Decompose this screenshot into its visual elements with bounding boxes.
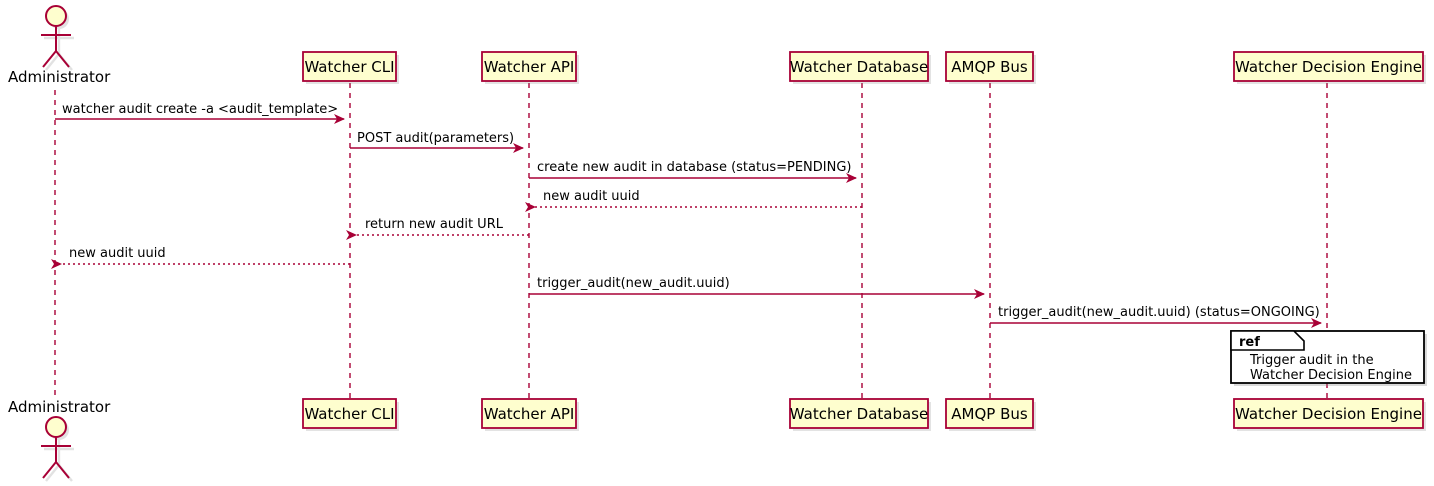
participant-label-watcher-decision-engine-top: Watcher Decision Engine xyxy=(1235,58,1422,76)
message-label: watcher audit create -a <audit_template> xyxy=(62,102,338,117)
message-label: create new audit in database (status=PEN… xyxy=(537,160,852,175)
participant-label-watcher-decision-engine-bottom: Watcher Decision Engine xyxy=(1235,405,1422,423)
participant-label-amqp-bus-bottom: AMQP Bus xyxy=(951,405,1028,423)
message-7[interactable]: trigger_audit(new_audit.uuid) xyxy=(529,276,985,299)
ref-fragment-line-2: Watcher Decision Engine xyxy=(1250,368,1412,383)
message-4[interactable]: new audit uuid xyxy=(525,189,862,212)
actor-head-icon xyxy=(45,416,67,438)
participant-label-watcher-cli-top: Watcher CLI xyxy=(304,58,394,76)
actor-leg-right xyxy=(55,50,70,68)
participant-watcher-cli-bottom[interactable]: Watcher CLI xyxy=(302,398,399,431)
participant-box xyxy=(1233,51,1424,82)
actor-leg-left xyxy=(42,50,57,68)
actor-leg-left xyxy=(42,461,57,479)
participant-amqp-bus-bottom[interactable]: AMQP Bus xyxy=(945,398,1036,431)
participant-watcher-cli-top[interactable]: Watcher CLI xyxy=(302,51,399,84)
participant-box xyxy=(789,398,929,429)
message-5[interactable]: return new audit URL xyxy=(346,217,529,240)
actor-head-icon xyxy=(45,5,67,27)
participant-box xyxy=(481,398,577,429)
actor-administrator-bottom[interactable]: Administrator xyxy=(8,398,111,482)
message-3[interactable]: create new audit in database (status=PEN… xyxy=(529,160,857,183)
participant-label-watcher-cli-bottom: Watcher CLI xyxy=(304,405,394,423)
participant-label-watcher-api-top: Watcher API xyxy=(484,58,575,76)
participant-label-watcher-api-bottom: Watcher API xyxy=(484,405,575,423)
actor-administrator-top[interactable]: Administrator xyxy=(8,5,111,86)
participant-watcher-database-bottom[interactable]: Watcher Database xyxy=(789,398,931,431)
participant-watcher-decision-engine-bottom[interactable]: Watcher Decision Engine xyxy=(1233,398,1426,431)
participant-label-watcher-database-top: Watcher Database xyxy=(790,58,928,76)
participant-watcher-api-top[interactable]: Watcher API xyxy=(481,51,579,84)
participant-box xyxy=(1233,398,1424,429)
message-label: trigger_audit(new_audit.uuid) (status=ON… xyxy=(998,305,1320,320)
lifelines-group xyxy=(54,83,1328,398)
message-label: POST audit(parameters) xyxy=(357,131,514,146)
message-8[interactable]: trigger_audit(new_audit.uuid) (status=ON… xyxy=(990,305,1322,328)
actor-label-administrator-bottom: Administrator xyxy=(8,398,111,416)
participant-label-watcher-database-bottom: Watcher Database xyxy=(790,405,928,423)
message-6[interactable]: new audit uuid xyxy=(51,246,350,269)
participant-watcher-database-top[interactable]: Watcher Database xyxy=(789,51,931,84)
message-label: new audit uuid xyxy=(543,189,640,204)
reference-fragment[interactable]: ref Trigger audit in the Watcher Decisio… xyxy=(1230,330,1427,386)
participant-box xyxy=(945,51,1034,82)
participant-box xyxy=(945,398,1034,429)
message-label: new audit uuid xyxy=(69,246,166,261)
participant-label-amqp-bus-top: AMQP Bus xyxy=(951,58,1028,76)
actor-label-administrator-top: Administrator xyxy=(8,68,111,86)
participant-box xyxy=(302,51,397,82)
message-1[interactable]: watcher audit create -a <audit_template> xyxy=(55,102,345,124)
ref-fragment-tab xyxy=(1230,330,1305,351)
participant-box xyxy=(302,398,397,429)
participant-amqp-bus-top[interactable]: AMQP Bus xyxy=(945,51,1036,84)
ref-fragment-title: ref xyxy=(1239,335,1260,350)
participant-box xyxy=(481,51,577,82)
participant-watcher-decision-engine-top[interactable]: Watcher Decision Engine xyxy=(1233,51,1426,84)
ref-fragment-line-1: Trigger audit in the xyxy=(1249,353,1374,368)
message-label: return new audit URL xyxy=(365,217,504,232)
participant-box xyxy=(789,51,929,82)
actor-leg-right xyxy=(55,461,70,479)
participant-watcher-api-bottom[interactable]: Watcher API xyxy=(481,398,579,431)
message-label: trigger_audit(new_audit.uuid) xyxy=(537,276,730,291)
message-2[interactable]: POST audit(parameters) xyxy=(350,131,524,153)
